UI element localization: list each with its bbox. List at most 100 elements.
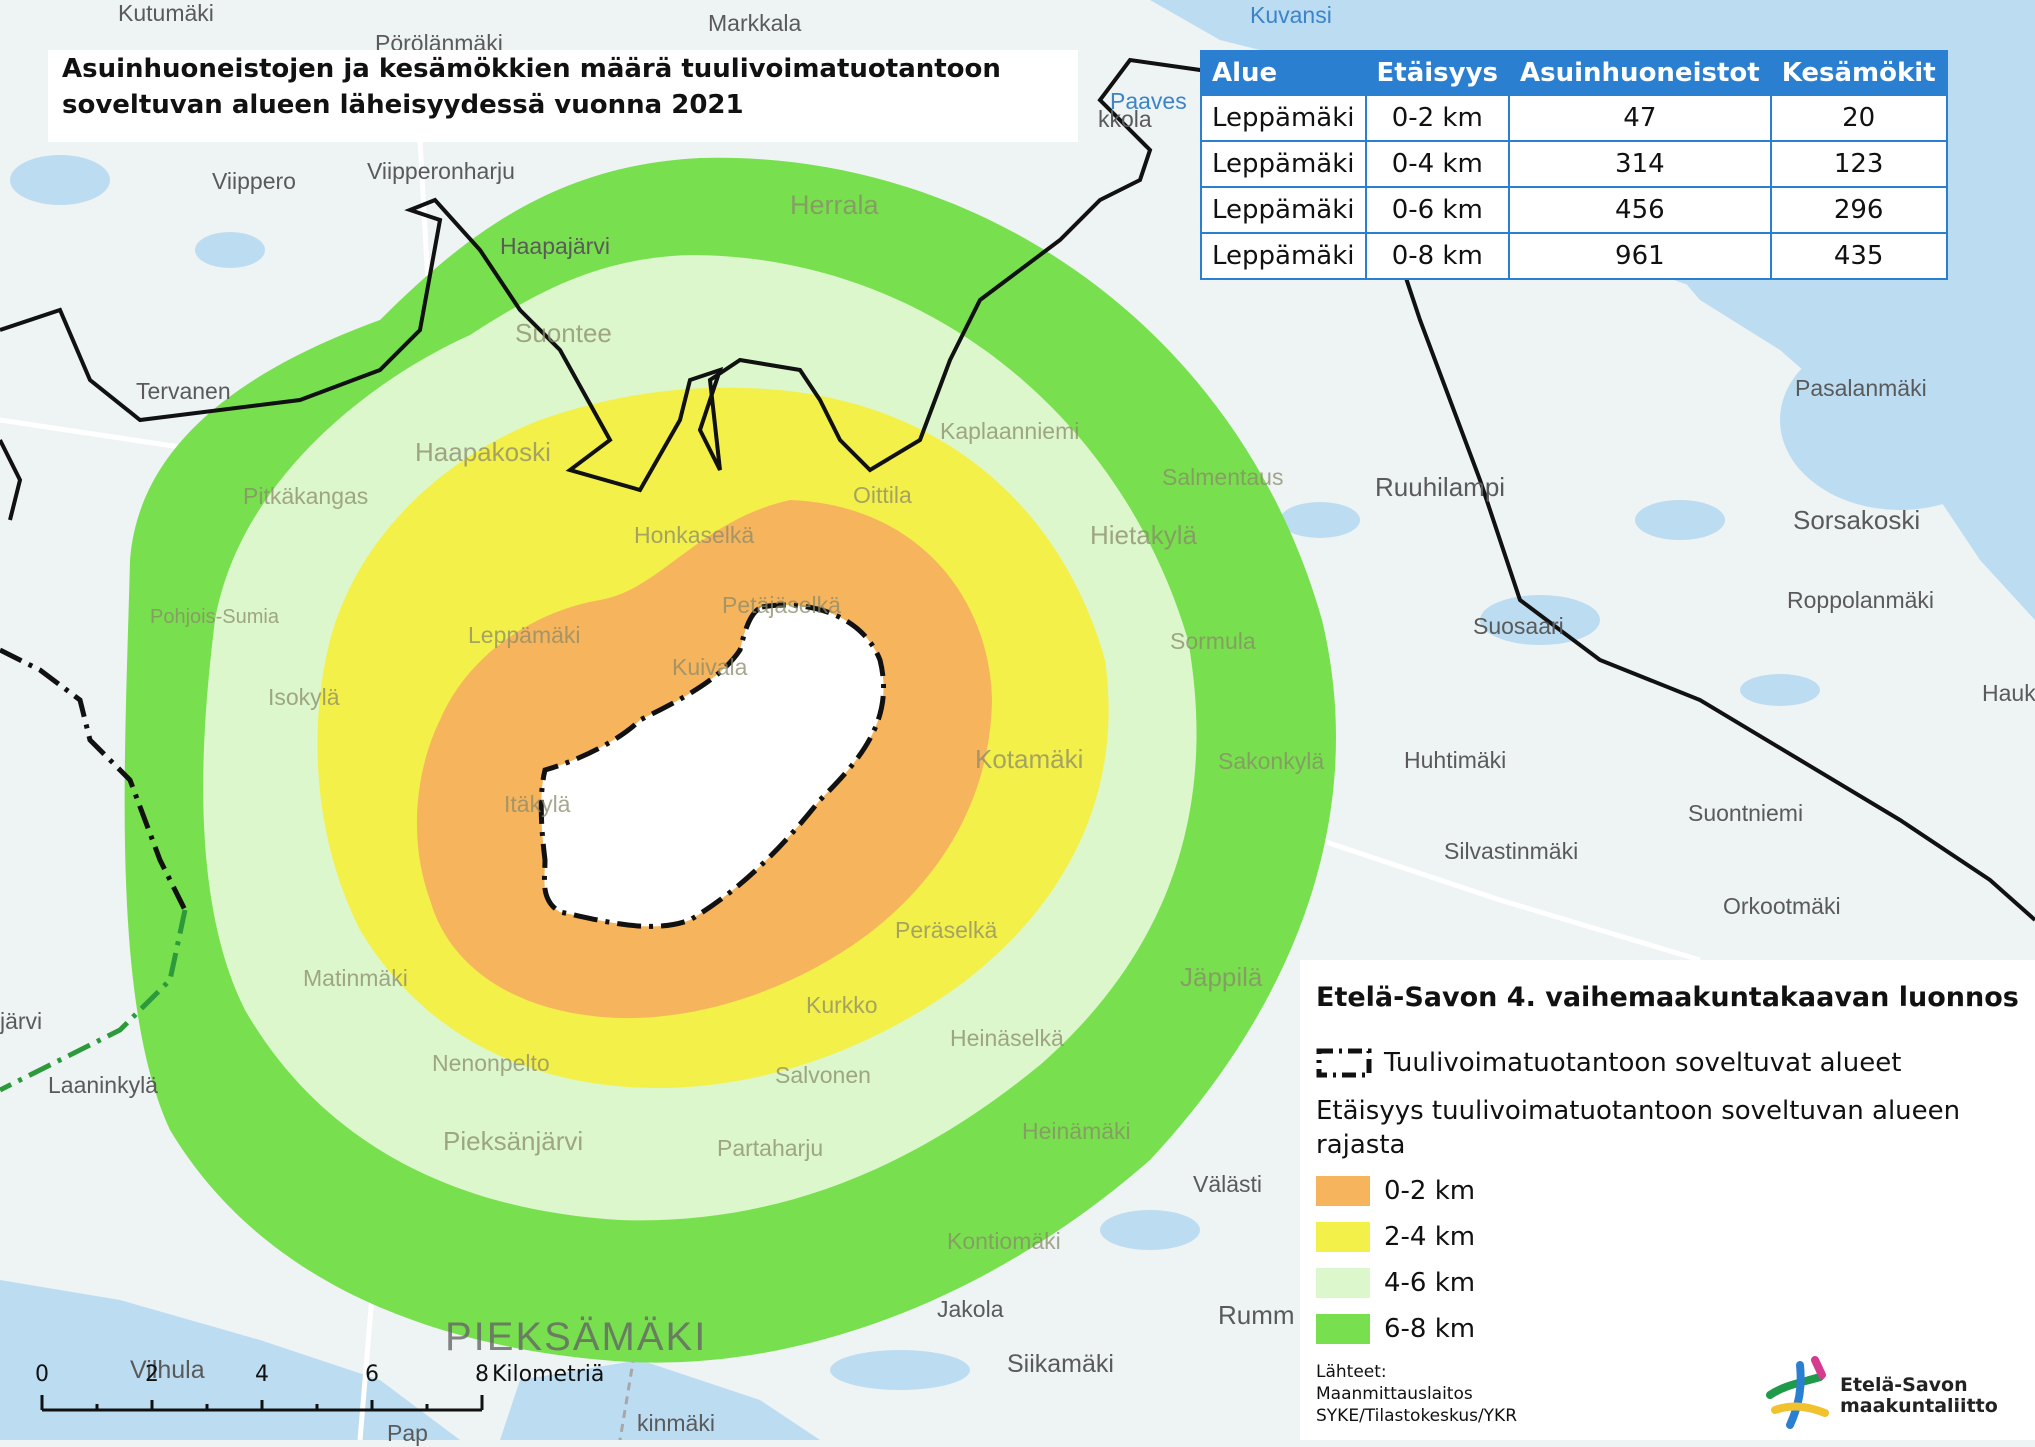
table-cell: 314 bbox=[1508, 140, 1772, 188]
column-header-asuinhuoneistot: Asuinhuoneistot bbox=[1508, 50, 1772, 96]
place-label: Kontiomäki bbox=[947, 1228, 1061, 1254]
table-cell: 20 bbox=[1769, 94, 1948, 142]
table-cell: 0-6 km bbox=[1364, 186, 1511, 234]
place-label: kkola bbox=[1098, 106, 1152, 132]
table-cell: 0-2 km bbox=[1364, 94, 1511, 142]
legend-zone-label: 0-2 km bbox=[1384, 1176, 1476, 1206]
scale-tick-label: 8 bbox=[475, 1362, 489, 1387]
table-cell: 0-8 km bbox=[1364, 232, 1511, 280]
dashed-area-symbol-icon bbox=[1316, 1048, 1372, 1078]
scale-tick-label: 4 bbox=[255, 1362, 269, 1387]
place-label: Pitkäkangas bbox=[243, 483, 369, 509]
place-label: Laaninkylä bbox=[48, 1072, 158, 1098]
scale-tick-label: 6 bbox=[365, 1362, 379, 1387]
place-label: Haapajärvi bbox=[500, 233, 610, 259]
place-label: kinmäki bbox=[637, 1410, 715, 1436]
place-label: Roppolanmäki bbox=[1787, 587, 1935, 613]
table-cell: 0-4 km bbox=[1364, 140, 1511, 188]
table-cell: Leppämäki bbox=[1200, 94, 1367, 142]
map-legend: Etelä-Savon 4. vaihemaakuntakaavan luonn… bbox=[1300, 960, 2035, 1440]
place-label: Ruuhilampi bbox=[1375, 472, 1506, 502]
place-label: Kurkko bbox=[806, 992, 878, 1018]
place-label: Pap bbox=[387, 1420, 428, 1446]
map-title-line1: Asuinhuoneistojen ja kesämökkien määrä t… bbox=[62, 54, 1001, 84]
place-label: Matinmäki bbox=[303, 965, 408, 991]
logo-text: Etelä-Savon maakuntaliitto bbox=[1840, 1375, 1998, 1417]
table-cell: 296 bbox=[1769, 186, 1948, 234]
table-cell: 47 bbox=[1508, 94, 1772, 142]
map-title-line2: soveltuvan alueen läheisyydessä vuonna 2… bbox=[62, 90, 744, 120]
legend-zone-label: 2-4 km bbox=[1384, 1222, 1476, 1252]
place-label: Sormula bbox=[1170, 628, 1256, 654]
scale-bar: 0 2 4 6 8 Kilometriä bbox=[30, 1362, 604, 1422]
suitable-area bbox=[541, 605, 884, 927]
table-header-row: Alue Etäisyys Asuinhuoneistot Kesämökit bbox=[1200, 50, 1948, 96]
place-label: Sorsakoski bbox=[1793, 505, 1921, 535]
place-label: PIEKSÄMÄKI bbox=[445, 1315, 708, 1359]
legend-zone-label: 4-6 km bbox=[1384, 1268, 1476, 1298]
place-label: Huhtimäki bbox=[1404, 747, 1507, 773]
column-header-alue: Alue bbox=[1200, 50, 1367, 96]
place-label: Jäppilä bbox=[1180, 962, 1263, 992]
place-label: Kaplaanniemi bbox=[940, 418, 1080, 444]
county-boundary-dashed bbox=[0, 647, 188, 912]
place-label: Itäkylä bbox=[504, 791, 571, 817]
table-row: Leppämäki 0-6 km 456 296 bbox=[1200, 186, 1948, 234]
place-label: Välästi bbox=[1193, 1171, 1263, 1197]
place-label: Pohjois-Sumia bbox=[150, 606, 279, 628]
organization-logo: Etelä-Savon maakuntaliitto bbox=[1760, 1355, 2000, 1435]
legend-distance-heading-cont: rajasta bbox=[1316, 1130, 1406, 1160]
legend-zone-label: 6-8 km bbox=[1384, 1314, 1476, 1344]
place-label: Kutumäki bbox=[118, 0, 214, 26]
legend-area-label: Tuulivoimatuotantoon soveltuvat alueet bbox=[1384, 1048, 1902, 1078]
scale-tick-label: 0 bbox=[35, 1362, 49, 1387]
table-cell: Leppämäki bbox=[1200, 140, 1367, 188]
legend-distance-heading: Etäisyys tuulivoimatuotantoon soveltuvan… bbox=[1316, 1096, 1961, 1126]
source-item: Maanmittauslaitos bbox=[1316, 1384, 1473, 1404]
place-label: Partaharju bbox=[717, 1135, 824, 1161]
legend-swatch-6-8km bbox=[1316, 1314, 1370, 1344]
legend-swatch-0-2km bbox=[1316, 1176, 1370, 1206]
place-label: Heinämäki bbox=[1022, 1118, 1131, 1144]
place-label: Kotamäki bbox=[975, 744, 1084, 774]
table-cell: Leppämäki bbox=[1200, 186, 1367, 234]
legend-swatch-2-4km bbox=[1316, 1222, 1370, 1252]
place-label: Pieksänjärvi bbox=[443, 1126, 584, 1156]
distance-zones bbox=[124, 157, 1336, 1363]
table-row: Leppämäki 0-2 km 47 20 bbox=[1200, 94, 1948, 142]
place-label: Salvonen bbox=[775, 1062, 871, 1088]
map-title: Asuinhuoneistojen ja kesämökkien määrä t… bbox=[48, 50, 1078, 142]
place-label: Suontniemi bbox=[1688, 800, 1804, 826]
place-label: Leppämäki bbox=[468, 622, 581, 648]
logo-text-line1: Etelä-Savon bbox=[1840, 1374, 1968, 1396]
table-cell: 961 bbox=[1508, 232, 1772, 280]
table-cell: Leppämäki bbox=[1200, 232, 1367, 280]
stats-table: Alue Etäisyys Asuinhuoneistot Kesämökit … bbox=[1200, 50, 1948, 280]
column-header-kesamokit: Kesämökit bbox=[1769, 50, 1948, 96]
place-label: Hauk bbox=[1982, 680, 2035, 706]
table-cell: 123 bbox=[1769, 140, 1948, 188]
place-label: Viippero bbox=[212, 168, 296, 194]
table-cell: 456 bbox=[1508, 186, 1772, 234]
source-item: SYKE/Tilastokeskus/YKR bbox=[1316, 1406, 1518, 1426]
table-row: Leppämäki 0-8 km 961 435 bbox=[1200, 232, 1948, 280]
place-label: järvi bbox=[0, 1008, 43, 1034]
suitable-area-border bbox=[538, 602, 886, 929]
place-label: Markkala bbox=[708, 10, 802, 36]
place-label: Pasalanmäki bbox=[1795, 375, 1927, 401]
place-label: Oittila bbox=[853, 482, 912, 508]
place-label: Hietakylä bbox=[1090, 520, 1197, 550]
table-row: Leppämäki 0-4 km 314 123 bbox=[1200, 140, 1948, 188]
place-label: Haapakoski bbox=[415, 437, 551, 467]
logo-text-line2: maakuntaliitto bbox=[1840, 1395, 1998, 1417]
place-label: Rumm bbox=[1218, 1300, 1295, 1330]
county-boundary-green bbox=[0, 909, 188, 1093]
place-label: Suontee bbox=[515, 318, 612, 348]
place-label: Heinäselkä bbox=[950, 1025, 1064, 1051]
place-label: Sakonkylä bbox=[1218, 748, 1325, 774]
place-label: Silvastinmäki bbox=[1444, 838, 1579, 864]
place-label: Honkaselkä bbox=[634, 522, 755, 548]
scale-bar-graphic bbox=[40, 1395, 484, 1412]
place-label: Vilhula bbox=[130, 1356, 205, 1384]
place-label: Nenonpelto bbox=[432, 1050, 550, 1076]
